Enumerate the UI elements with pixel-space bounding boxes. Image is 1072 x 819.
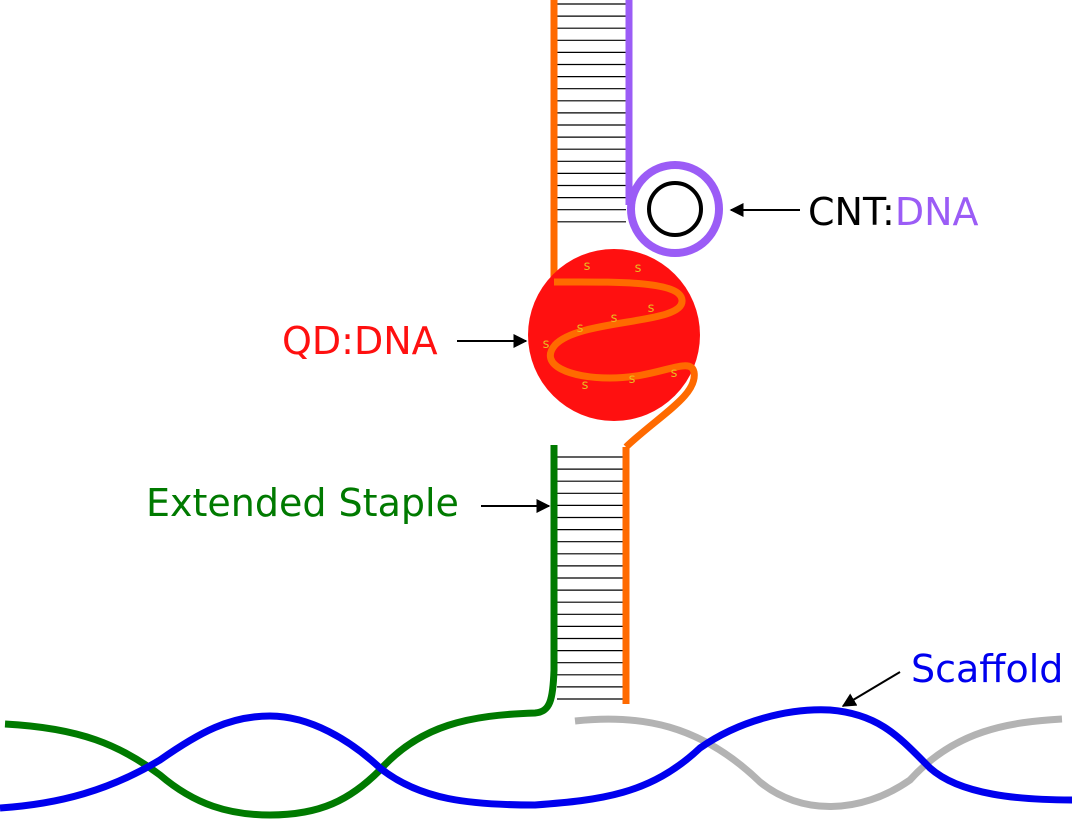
sulfur-mark: s (582, 378, 589, 393)
cnt-label-suffix: DNA (895, 190, 979, 234)
sulfur-mark: s (577, 321, 584, 336)
sulfur-mark: s (584, 259, 591, 274)
sulfur-mark: s (635, 261, 642, 276)
top-duplex-base-pairs (557, 3, 626, 223)
sulfur-mark: s (611, 311, 618, 326)
cnt-wrap-ring (627, 161, 723, 257)
orange-strand-wrap (546, 278, 698, 450)
cnt-label-prefix: CNT: (808, 190, 895, 234)
cnt-dna-label: CNT:DNA (808, 190, 979, 234)
extended-staple-label: Extended Staple (146, 481, 459, 525)
green-scaffold-segment (4, 445, 558, 819)
qd-dna-label: QD:DNA (282, 319, 438, 363)
carbon-nanotube-icon (647, 181, 703, 237)
grey-strand (574, 715, 1063, 810)
sulfur-mark: s (629, 372, 636, 387)
sulfur-mark: s (648, 301, 655, 316)
scaffold-arrow (841, 671, 901, 707)
sulfur-marks: s s s s s s s s s (543, 259, 678, 393)
sulfur-mark: s (543, 337, 550, 352)
sulfur-mark: s (671, 366, 678, 381)
bottom-duplex-base-pairs (557, 456, 623, 700)
quantum-dot (528, 249, 700, 421)
blue-scaffold-strand (0, 706, 1072, 812)
scaffold-label: Scaffold (911, 647, 1063, 691)
